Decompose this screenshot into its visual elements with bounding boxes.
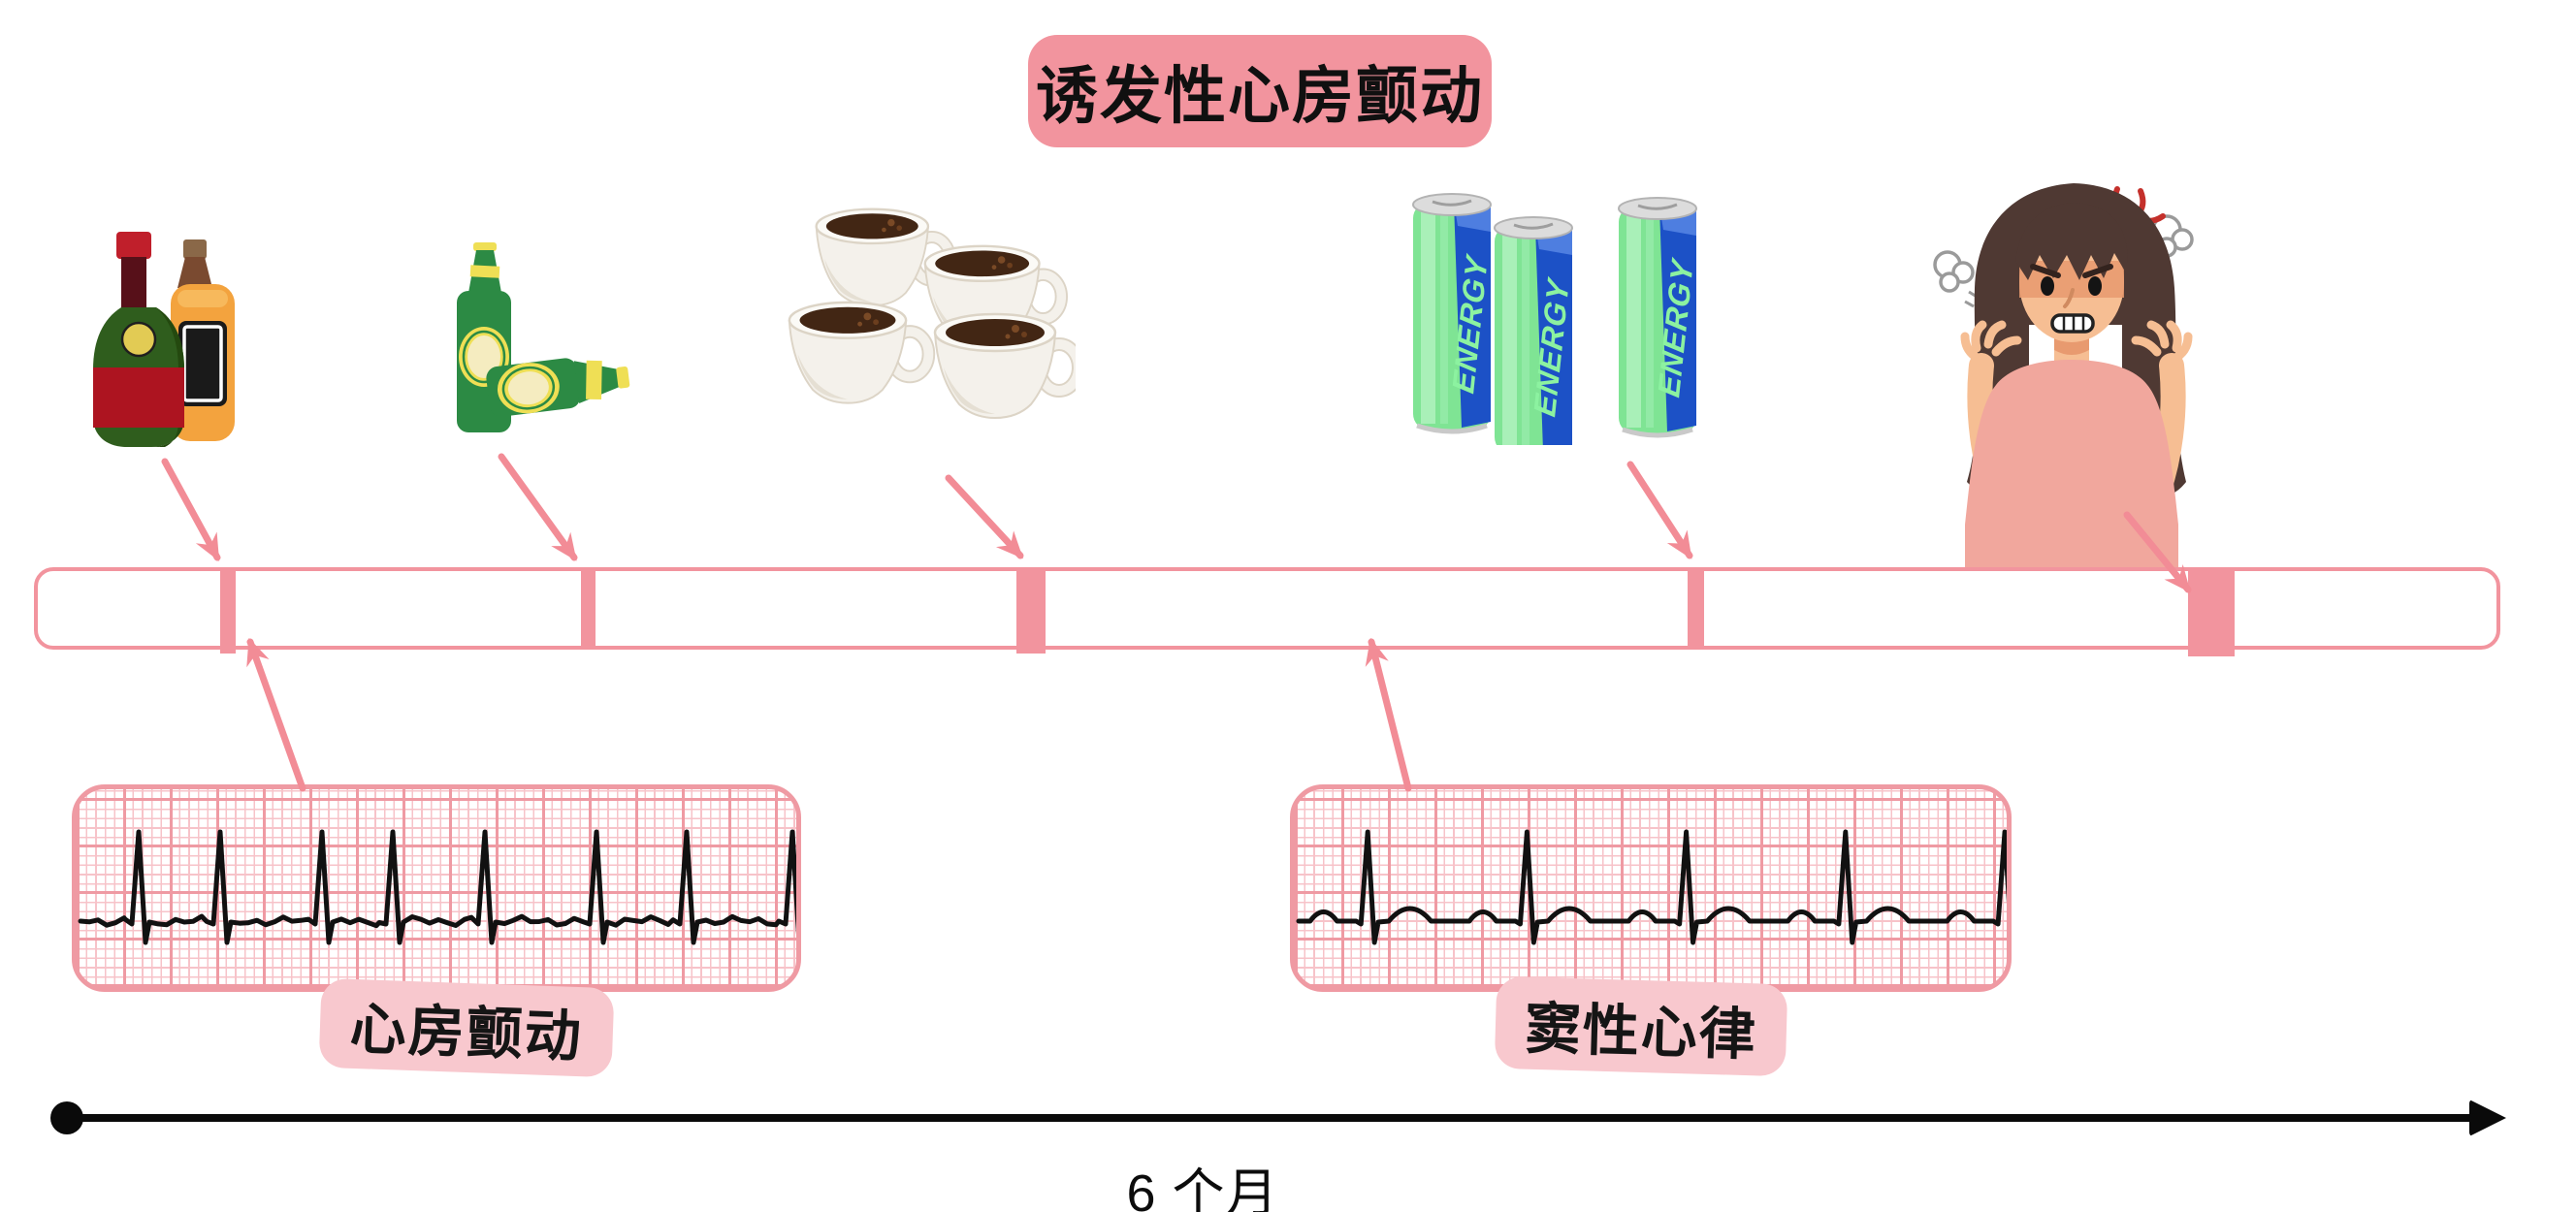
arrow-coffee-to-bar (945, 474, 1024, 559)
arrow-ecg-sinus-to-bar (1365, 637, 1412, 792)
sinus-label-badge: 窦性心律 (1494, 975, 1788, 1077)
timeline-tick-3 (1016, 567, 1046, 654)
afib-label-badge: 心房颤动 (318, 977, 615, 1078)
beer-bottles-icon (457, 242, 630, 432)
axis-line (67, 1114, 2473, 1122)
arrow-liquor-to-bar (161, 458, 221, 561)
afib-label: 心房颤动 (348, 997, 584, 1069)
timeline-bar (34, 567, 2500, 650)
timeline-tick-2 (581, 567, 596, 650)
energy-drinks-icon: ENERGY ENERGY ENERGY (1403, 185, 1700, 445)
angry-woman-icon (1933, 183, 2194, 567)
ecg-sinus-strip (1290, 784, 2012, 992)
steam-puff-left (1933, 250, 1975, 293)
timeline-tick-1 (220, 567, 236, 654)
title-badge: 诱发性心房颤动 (1028, 35, 1492, 147)
right-hand (2131, 320, 2193, 365)
arrow-ecg-afib-to-bar (246, 637, 306, 792)
axis-duration-label: 6 个月 (1126, 1164, 1279, 1212)
ecg-afib-strip (72, 784, 801, 992)
sinus-label: 窦性心律 (1523, 997, 1758, 1067)
left-hand (1960, 320, 2022, 365)
timeline-tick-5 (2188, 567, 2235, 656)
arrow-energy-to-bar (1626, 461, 1693, 559)
timeline-tick-4 (1688, 567, 1704, 650)
ecg-afib-trace (78, 829, 796, 945)
liquor-bottles-icon (93, 232, 235, 447)
arrow-beer-to-bar (498, 453, 578, 561)
coffee-cups-icon (785, 205, 1076, 442)
ecg-sinus-trace (1296, 829, 2007, 945)
page-title: 诱发性心房颤动 (1036, 61, 1484, 131)
shirt (1965, 360, 2178, 567)
axis-arrowhead-icon (2469, 1100, 2506, 1136)
